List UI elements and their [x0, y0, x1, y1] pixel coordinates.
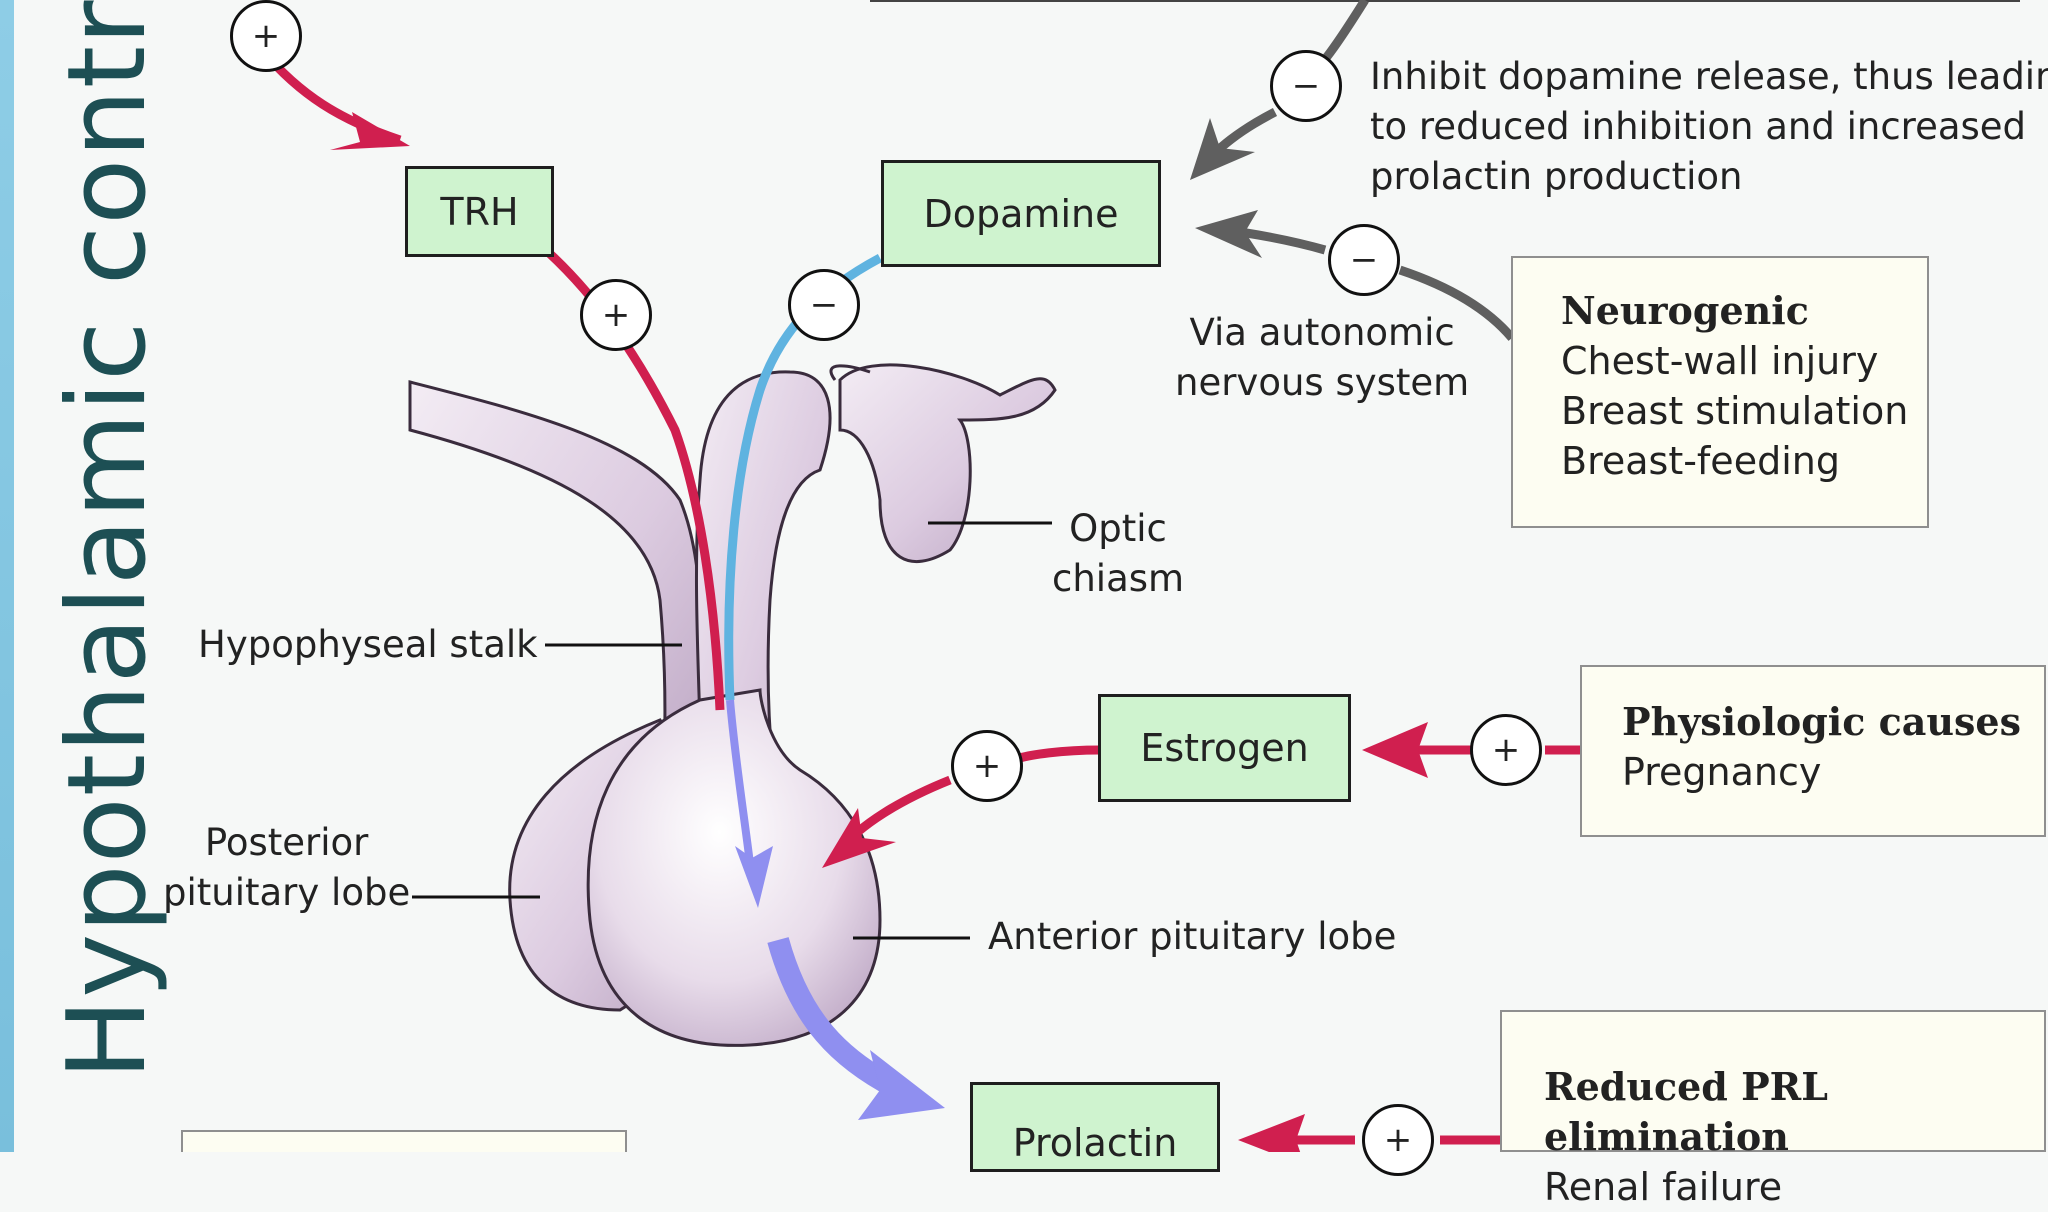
inhibit-label: Inhibit dopamine release, thus leading t… [1370, 52, 2048, 202]
optic-label-line: chiasm [1052, 557, 1185, 600]
estrogen-output-line [1018, 745, 1101, 763]
anterior-lobe-label: Anterior pituitary lobe [988, 915, 1397, 958]
neurogenic-item: Chest-wall injury [1561, 339, 1879, 383]
reduced-arrowhead [1238, 1114, 1305, 1152]
hypophyseal-stalk-label: Hypophyseal stalk [198, 623, 538, 666]
posterior-label-line: pituitary lobe [163, 871, 411, 914]
trh-box: TRH [405, 166, 554, 257]
estrogen-arrowhead [822, 808, 896, 868]
via-label-line: Via autonomic [1189, 311, 1455, 354]
left-accent-bar [0, 0, 14, 1152]
neurogenic-heading: Neurogenic [1561, 288, 1809, 333]
optic-chiasm-label: Optic chiasm [1052, 504, 1184, 604]
bottom-left-box-partial [181, 1130, 627, 1152]
inhibit-arrowhead [1190, 118, 1255, 180]
reduced-plus-sign: + [1362, 1104, 1434, 1176]
estrogen-box: Estrogen [1098, 694, 1351, 802]
physiologic-heading: Physiologic causes [1622, 699, 2021, 744]
reduced-heading: Reduced PRL elimination [1544, 1064, 1828, 1159]
estrogen-plus-sign: + [951, 730, 1023, 802]
physiologic-plus-sign: + [1470, 714, 1542, 786]
inhibit-label-line: to reduced inhibition and increased [1370, 105, 2027, 148]
pituitary-diagram [181, 0, 2020, 1152]
dopamine-pathway-arrowhead [735, 846, 773, 908]
posterior-lobe-label: Posterior pituitary lobe [163, 818, 410, 918]
neurogenic-arrow-line [1398, 265, 1516, 341]
physiologic-item: Pregnancy [1622, 750, 1822, 794]
neurogenic-item: Breast stimulation [1561, 389, 1909, 433]
physiologic-box: Physiologic causes Pregnancy [1580, 665, 2046, 837]
via-label-line: nervous system [1175, 361, 1470, 404]
via-minus-sign: − [1328, 224, 1400, 296]
trh-path-plus-sign: + [580, 279, 652, 351]
prolactin-output-arrowhead [858, 1050, 945, 1120]
inhibit-minus-sign: − [1270, 50, 1342, 122]
posterior-label-line: Posterior [204, 821, 369, 864]
neurogenic-item: Breast-feeding [1561, 439, 1840, 483]
dopamine-box: Dopamine [881, 160, 1161, 267]
dopamine-path-minus-sign: − [788, 269, 860, 341]
prolactin-box: Prolactin [970, 1082, 1220, 1172]
via-arrowhead [1195, 210, 1262, 258]
slide-title: Hypothalamic control [45, 0, 170, 1080]
inhibit-label-line: Inhibit dopamine release, thus leading [1370, 55, 2048, 98]
optic-label-line: Optic [1069, 507, 1167, 550]
neurogenic-box: Neurogenic Chest-wall injury Breast stim… [1511, 256, 1929, 528]
physiologic-arrowhead [1362, 722, 1428, 778]
via-autonomic-label: Via autonomic nervous system [1175, 308, 1469, 408]
trh-input-arrowhead [330, 112, 410, 150]
reduced-item: Renal failure [1544, 1165, 1783, 1209]
reduced-elimination-box: Reduced PRL elimination Renal failure [1500, 1010, 2046, 1209]
inhibit-label-line: prolactin production [1370, 155, 1743, 198]
trh-top-plus-sign: + [230, 0, 302, 72]
